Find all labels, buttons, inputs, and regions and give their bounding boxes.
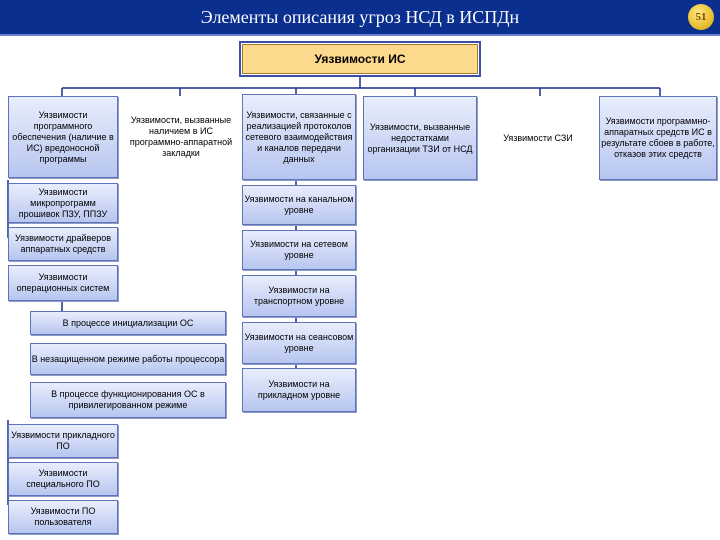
transport-layer-vulnerabilities-node: Уязвимости на транспортном уровне [242, 275, 356, 317]
root-node: Уязвимости ИС [239, 41, 481, 77]
network-layer-vulnerabilities-node: Уязвимости на сетевом уровне [242, 230, 356, 270]
application-layer-vulnerabilities-node: Уязвимости на прикладном уровне [242, 368, 356, 412]
hardware-implant-vulnerabilities-node: Уязвимости, вызванные наличием в ИС прог… [129, 115, 233, 158]
os-init-node: В процессе инициализации ОС [30, 311, 226, 335]
link-layer-vulnerabilities-node: Уязвимости на канальном уровне [242, 185, 356, 225]
slide-header: Элементы описания угроз НСД в ИСПДн 51 [0, 0, 720, 36]
slide-title: Элементы описания угроз НСД в ИСПДн [200, 7, 520, 27]
application-software-vulnerabilities-node: Уязвимости прикладного ПО [8, 424, 118, 458]
os-unprotected-mode-node: В незащищенном режиме работы процессора [30, 343, 226, 375]
hardware-failure-vulnerabilities-node: Уязвимости программно-аппаратных средств… [599, 96, 717, 180]
page-number-badge: 51 [688, 4, 714, 30]
software-vulnerabilities-node: Уязвимости программного обеспечения (нал… [8, 96, 118, 178]
tzi-organization-vulnerabilities-node: Уязвимости, вызванные недостатками орган… [363, 96, 477, 180]
os-privileged-mode-node: В процессе функционирования ОС в привиле… [30, 382, 226, 418]
firmware-vulnerabilities-node: Уязвимости микропрограмм прошивок ПЗУ, П… [8, 183, 118, 223]
os-vulnerabilities-node: Уязвимости операционных систем [8, 265, 118, 301]
session-layer-vulnerabilities-node: Уязвимости на сеансовом уровне [242, 322, 356, 364]
special-software-vulnerabilities-node: Уязвимости специального ПО [8, 462, 118, 496]
szi-vulnerabilities-node: Уязвимости СЗИ [503, 132, 573, 143]
user-software-vulnerabilities-node: Уязвимости ПО пользователя [8, 500, 118, 534]
driver-vulnerabilities-node: Уязвимости драйверов аппаратных средств [8, 227, 118, 261]
network-protocol-vulnerabilities-node: Уязвимости, связанные с реализацией прот… [242, 94, 356, 180]
